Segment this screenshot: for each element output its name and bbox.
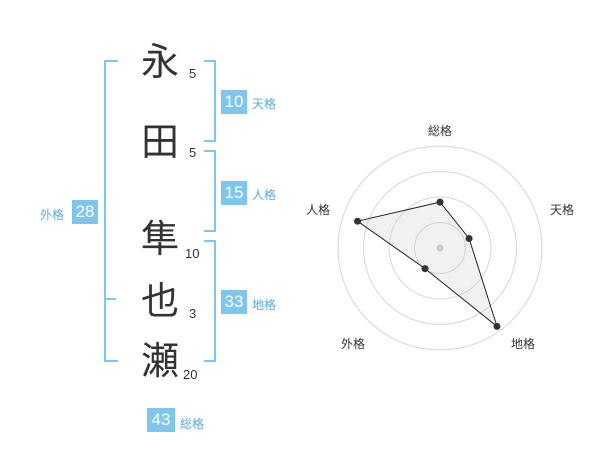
radar-axis-label-jinkaku: 人格 [306, 203, 331, 217]
gaikaku-bracket-tick [104, 298, 116, 300]
radar-ring-1 [414, 222, 466, 274]
radar-axis-label-tenkaku: 天格 [550, 203, 575, 217]
name-char-5: 瀬 [140, 339, 179, 383]
chikaku-bracket [204, 240, 216, 362]
radar-axis-label-gaikaku: 外格 [341, 337, 366, 351]
chikaku-badge: 33 [221, 290, 247, 314]
name-char-1: 永 [140, 40, 179, 84]
radar-ring-2 [388, 196, 492, 300]
soukaku-label: 総格 [180, 417, 205, 431]
stroke-count-2: 5 [189, 145, 197, 160]
gaikaku-badge: 28 [72, 200, 98, 224]
radar-point-2 [465, 235, 473, 243]
gaikaku-bracket [104, 60, 118, 362]
tenkaku-badge: 10 [221, 90, 247, 114]
radar-point-1 [436, 198, 444, 206]
stroke-count-4: 3 [189, 306, 197, 321]
radar-rings [337, 145, 543, 351]
radar-point-4 [421, 265, 429, 273]
radar-point-5 [354, 217, 362, 225]
chikaku-label: 地格 [252, 298, 277, 312]
name-char-3: 隼 [140, 217, 179, 261]
jinkaku-label: 人格 [252, 188, 277, 202]
radar-ring-4 [337, 145, 543, 351]
name-char-2: 田 [140, 120, 179, 164]
radar-points [354, 198, 501, 330]
stroke-count-5: 20 [183, 367, 198, 382]
radar-center-dot [436, 244, 444, 252]
radar-point-3 [493, 322, 501, 330]
radar-ring-3 [363, 171, 517, 325]
radar-area [356, 201, 498, 328]
radar-axis-label-chikaku: 地格 [511, 337, 536, 351]
tenkaku-label: 天格 [252, 97, 277, 111]
jinkaku-badge: 15 [221, 181, 247, 205]
soukaku-badge: 43 [147, 408, 175, 432]
stroke-count-1: 5 [189, 66, 197, 81]
jinkaku-bracket [204, 150, 216, 232]
radar-axis-label-soukaku: 総格 [428, 124, 453, 138]
tenkaku-bracket [204, 60, 216, 142]
name-char-4: 也 [140, 279, 179, 323]
stroke-count-3: 10 [185, 246, 200, 261]
gaikaku-label: 外格 [40, 208, 65, 222]
